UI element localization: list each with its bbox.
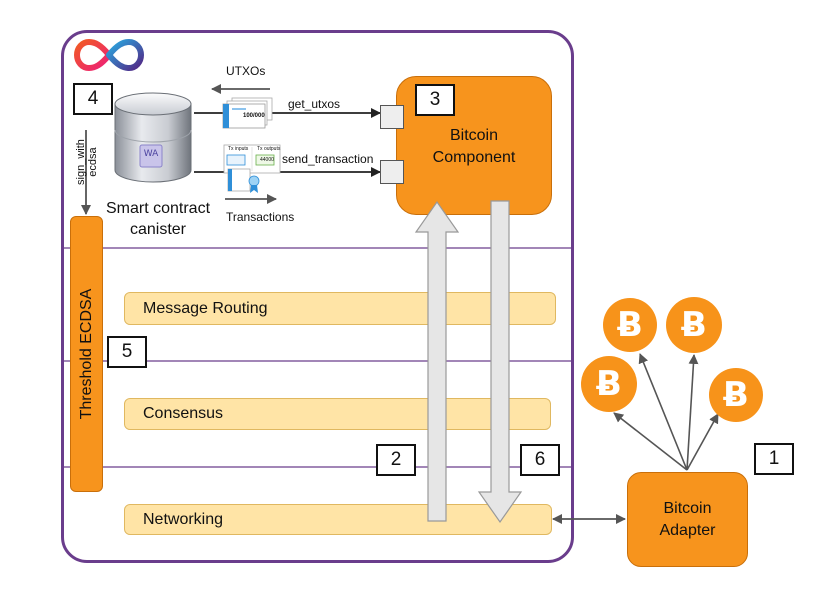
- consensus-bar: Consensus: [124, 398, 551, 430]
- step-2-box: 2: [376, 444, 416, 476]
- canister-label-line1: Smart contract: [105, 200, 211, 217]
- internet-computer-container: [61, 30, 574, 563]
- step-5-box: 5: [107, 336, 147, 368]
- down-arrow: [477, 200, 523, 524]
- message-routing-label: Message Routing: [143, 299, 268, 317]
- bitcoin-component-label-line2: Component: [432, 149, 516, 166]
- bitcoin-coin-icon: Ƀ: [581, 356, 637, 412]
- threshold-ecdsa-box: [70, 216, 103, 492]
- database-canister-icon: [114, 92, 192, 183]
- utxo-amount-label: 100/000: [243, 113, 265, 119]
- step-3-box: 3: [415, 84, 455, 116]
- step-1-box: 1: [754, 443, 794, 475]
- utxo-document-icon: [222, 97, 273, 129]
- bitcoin-component-label-line1: Bitcoin: [449, 127, 499, 144]
- tx-outputs-label: Tx outputs: [257, 146, 281, 152]
- message-routing-bar: Message Routing: [124, 292, 556, 325]
- bitcoin-adapter-box: Bitcoin Adapter: [627, 472, 748, 567]
- tx-value-label: 44000: [260, 157, 274, 163]
- consensus-label: Consensus: [143, 405, 224, 422]
- adapter-to-btc-2: [638, 353, 688, 471]
- get-utxos-label: get_utxos: [288, 97, 341, 111]
- ecdsa-label: ecdsa: [87, 147, 99, 177]
- canister-label-line2: canister: [129, 221, 187, 238]
- bitcoin-coin-icon: Ƀ: [603, 298, 657, 352]
- step-6-box: 6: [520, 444, 560, 476]
- step-4-box: 4: [73, 83, 113, 115]
- canister-badge-label: WA: [143, 149, 159, 159]
- tx-inputs-label: Tx inputs: [228, 146, 249, 152]
- bitcoin-coin-icon: Ƀ: [709, 368, 763, 422]
- networking-label: Networking: [143, 510, 224, 528]
- sign-with-label: sign_with: [75, 139, 87, 185]
- bitcoin-coin-icon: Ƀ: [666, 297, 722, 353]
- get-utxos-port: [380, 105, 404, 129]
- utxos-label: UTXOs: [226, 64, 266, 78]
- canister-label: Smart contract canister: [88, 198, 228, 240]
- networking-bar: Networking: [124, 504, 552, 535]
- bitcoin-adapter-label-line2: Adapter: [659, 522, 716, 539]
- up-arrow: [414, 200, 460, 522]
- sign-with-ecdsa-label: sign_with ecdsa: [75, 117, 99, 207]
- send-transaction-port: [380, 160, 404, 184]
- adapter-to-btc-1: [613, 412, 688, 471]
- internet-computer-logo-icon: [73, 38, 145, 72]
- adapter-to-btc-3: [686, 354, 699, 471]
- transactions-label: Transactions: [226, 210, 295, 224]
- bitcoin-adapter-label-line1: Bitcoin: [663, 500, 712, 517]
- send-transaction-label: send_transaction: [282, 152, 374, 166]
- transaction-certificate-icon: [223, 144, 281, 193]
- adapter-to-btc-4: [686, 413, 719, 471]
